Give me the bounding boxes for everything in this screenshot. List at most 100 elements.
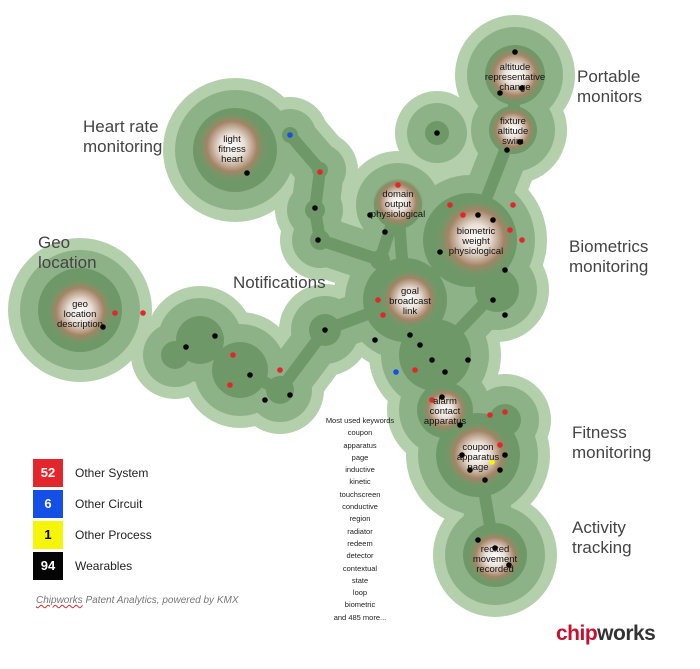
peak-label-line: movement [472,554,518,565]
keyword-item: region [349,514,371,524]
patent-dot-other-system[interactable] [497,442,503,448]
patent-dot-other-system[interactable] [395,182,401,188]
patent-dot-wearables[interactable] [262,397,268,403]
patent-dot-wearables[interactable] [457,422,463,428]
patent-dot-other-system[interactable] [507,227,513,233]
peak-summit [380,272,440,332]
peak-label-line: physiological [448,246,504,257]
patent-dot-wearables[interactable] [183,344,189,350]
chipworks-logo: chipworks [556,622,656,646]
peak-summit [46,281,114,349]
patent-dot-other-system[interactable] [447,202,453,208]
patent-dot-wearables[interactable] [437,249,443,255]
patent-dot-wearables[interactable] [506,562,512,568]
patent-dot-wearables[interactable] [312,205,318,211]
logo-part2: works [597,622,656,645]
peak-summit [467,532,523,588]
patent-dot-wearables[interactable] [490,297,496,303]
peak-label-line: page [467,462,489,473]
patent-dot-other-system[interactable] [519,237,525,243]
keyword-item: radiator [347,526,373,536]
patent-dot-other-system[interactable] [502,409,508,415]
peak-label-line: fitness [218,144,246,155]
patent-dot-wearables[interactable] [247,372,253,378]
patent-dot-other-system[interactable] [487,412,493,418]
patent-dot-wearables[interactable] [439,394,445,400]
cluster-label-line: location [38,253,97,272]
patent-dot-wearables[interactable] [502,452,508,458]
patent-dot-other-system[interactable] [112,310,118,316]
peak-label-line: geo [72,299,88,310]
patent-dot-other-process[interactable] [489,459,495,465]
patent-dot-wearables[interactable] [382,229,388,235]
patent-dot-wearables[interactable] [429,357,435,363]
patent-dot-wearables[interactable] [459,452,465,458]
peak-summit [372,179,424,231]
patent-dot-other-system[interactable] [277,367,283,373]
patent-dot-wearables[interactable] [287,392,293,398]
patent-dot-wearables[interactable] [100,324,106,330]
patent-dot-wearables[interactable] [322,327,328,333]
patent-dot-wearables[interactable] [315,237,321,243]
patent-dot-wearables[interactable] [372,337,378,343]
patent-dot-wearables[interactable] [492,545,498,551]
patent-dot-other-system[interactable] [140,310,146,316]
patent-dot-other-system[interactable] [375,297,381,303]
patent-dot-wearables[interactable] [467,467,473,473]
patent-dot-wearables[interactable] [502,267,508,273]
patent-dot-wearables[interactable] [212,333,218,339]
patent-dot-wearables[interactable] [244,170,250,176]
cluster-label-line: Activity [572,518,626,537]
cluster-label-line: monitoring [83,137,163,156]
patent-dot-other-system[interactable] [230,352,236,358]
patent-dot-wearables[interactable] [497,90,503,96]
terrain-ridge [274,324,331,396]
patent-dot-other-system[interactable] [510,202,516,208]
patent-dot-wearables[interactable] [517,139,523,145]
patent-dot-wearables[interactable] [482,477,488,483]
patent-dot-other-system[interactable] [412,367,418,373]
patent-dot-wearables[interactable] [497,467,503,473]
patent-dot-wearables[interactable] [417,342,423,348]
patent-dot-wearables[interactable] [519,85,525,91]
patent-dot-wearables[interactable] [434,130,440,136]
patent-dot-other-system[interactable] [317,169,323,175]
patent-dot-other-system[interactable] [429,397,435,403]
patent-dot-wearables[interactable] [407,332,413,338]
cluster-label-line: Biometrics [569,237,649,256]
peak-label-line: heart [221,154,243,165]
peak-summit [489,108,537,156]
keyword-item: biometric [344,600,376,610]
peak-label-line: location [63,309,97,320]
patent-dot-wearables[interactable] [475,537,481,543]
patent-dot-other-circuit[interactable] [393,369,399,375]
patent-dot-wearables[interactable] [504,147,510,153]
patent-dot-other-system[interactable] [460,212,466,218]
patent-dot-wearables[interactable] [512,49,518,55]
peak-label-line: coupon [462,442,494,453]
patent-dot-wearables[interactable] [502,312,508,318]
cluster-label-line: Fitness [572,423,627,442]
peak-label-line: altitude [499,62,531,73]
patent-dot-wearables[interactable] [442,369,448,375]
patent-dot-other-system[interactable] [227,382,233,388]
peak-label-line: domain [382,189,414,200]
patent-dot-wearables[interactable] [490,217,496,223]
legend-count-swatch: 1 [33,520,63,549]
peak-label-line: fixture [500,116,526,127]
patent-dot-wearables[interactable] [475,212,481,218]
patent-dot-other-system[interactable] [380,312,386,318]
credit-text: Patent Analytics, powered by KMX [82,595,239,606]
patent-dot-wearables[interactable] [465,357,471,363]
patent-dot-other-circuit[interactable] [287,132,293,138]
patent-dot-wearables[interactable] [367,212,373,218]
